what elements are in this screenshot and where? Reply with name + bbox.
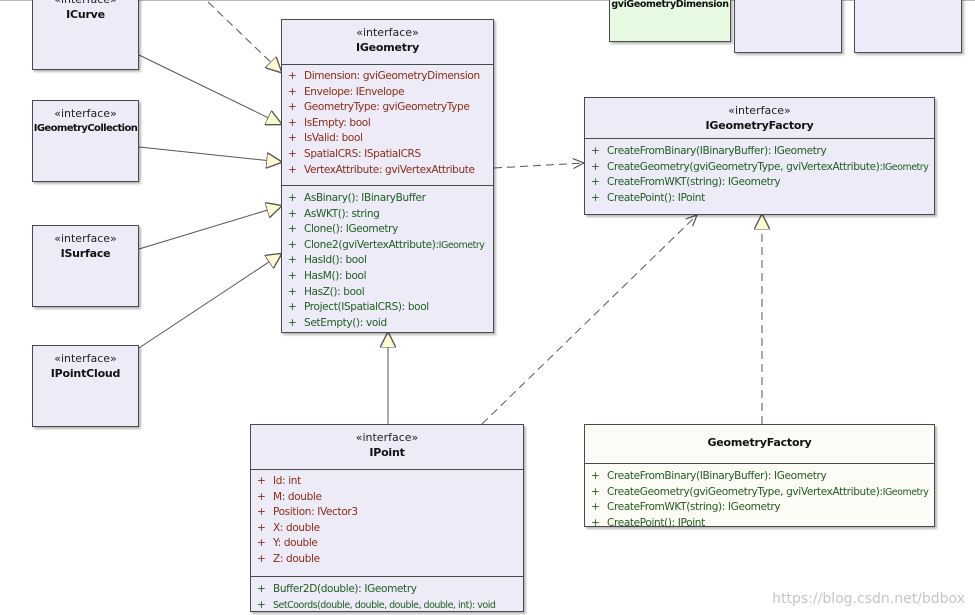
geometryfactory-operation: +CreateGeometry(gviGeometryType, gviVert…: [591, 485, 929, 498]
gf-creategeometry-return: IGeometry: [882, 486, 929, 498]
igeometryfactory-name: IGeometryFactory: [705, 119, 814, 132]
igeometry-attributes: +Dimension: gviGeometryDimension +Envelo…: [282, 64, 493, 185]
ipoint-attribute: +Y: double: [257, 537, 318, 550]
igeometryfactory-operation: +CreateFromBinary(IBinaryBuffer): IGeome…: [591, 145, 827, 157]
watermark: https://blog.csdn.net/bdbox: [772, 591, 965, 607]
igeometry-attribute: +VertexAttribute: gviVertexAttribute: [288, 163, 475, 176]
igeometryfactory-operation: +CreateFromWKT(string): IGeometry: [591, 176, 781, 189]
geometryfactory-box[interactable]: GeometryFactory +CreateFromBinary(IBinar…: [584, 424, 935, 529]
igeometry-attribute: +IsValid: bool: [288, 132, 363, 145]
edge-ipointcloud-igeometry: [138, 254, 281, 349]
edge-isurface-igeometry: [138, 206, 281, 250]
geometryfactory-name: GeometryFactory: [707, 436, 812, 449]
igeometry-operation: +HasZ(): bool: [288, 285, 365, 298]
top-border-line: [0, 0, 975, 1]
ipoint-attribute: +Id: int: [257, 475, 301, 487]
ipoint-box[interactable]: «interface» IPoint +Id: int +M: double +…: [250, 424, 524, 612]
igeometry-operations: +AsBinary(): IBinaryBuffer +AsWKT(): str…: [282, 185, 493, 333]
ipoint-attribute: +Position: IVector3: [257, 506, 358, 519]
ipoint-operations: +Buffer2D(double): IGeometry +SetCoords(…: [251, 576, 523, 615]
igeometry-operation: +AsWKT(): string: [288, 207, 380, 220]
icurve-box[interactable]: «interface» ICurve: [32, 0, 139, 70]
igeometryfactory-box[interactable]: «interface» IGeometryFactory +CreateFrom…: [584, 97, 935, 215]
igeometryfactory-stereotype: «interface»: [728, 104, 791, 117]
igeometrycollection-stereotype: «interface»: [54, 107, 117, 120]
ipoint-stereotype: «interface»: [355, 431, 419, 444]
igeometry-stereotype: «interface»: [356, 26, 419, 39]
igeometry-attribute: +Envelope: IEnvelope: [288, 85, 405, 98]
partial-enum-name: gviGeometryDimension: [611, 0, 729, 10]
partial-box-2[interactable]: [734, 0, 842, 53]
igeometry-operation: +HasM(): bool: [288, 269, 367, 282]
igeometrycollection-name: IGeometryCollection: [33, 123, 138, 134]
igeometry-operation: +Clone2(gviVertexAttribute):IGeometry: [288, 238, 485, 251]
ipoint-attribute: +M: double: [257, 490, 322, 503]
igeometry-box[interactable]: «interface» IGeometry +Dimension: gviGeo…: [281, 19, 494, 333]
ipointcloud-box[interactable]: «interface» IPointCloud: [32, 345, 139, 427]
ipoint-attributes: +Id: int +M: double +Position: IVector3 …: [251, 469, 523, 576]
igeometry-attribute: +SpatialCRS: ISpatialCRS: [288, 147, 421, 160]
ipointcloud-stereotype: «interface»: [54, 352, 117, 365]
partial-enum-box[interactable]: gviGeometryDimension: [609, 0, 731, 42]
igeometry-operation: +Project(ISpatialCRS): bool: [288, 301, 429, 314]
partial-box-3[interactable]: [854, 0, 962, 53]
icurve-name: ICurve: [66, 8, 105, 21]
igeometry-operation: +SetEmpty(): void: [288, 316, 387, 329]
edge-igeometry-factory: [493, 163, 584, 168]
ipoint-operation: +Buffer2D(double): IGeometry: [257, 583, 417, 595]
geometryfactory-operation: +CreateFromBinary(IBinaryBuffer): IGeome…: [591, 470, 827, 482]
igeometryfactory-operation: +CreatePoint(): IPoint: [591, 191, 705, 204]
icurve-stereotype: «interface»: [33, 0, 138, 7]
igeometry-operation: +AsBinary(): IBinaryBuffer: [288, 192, 426, 204]
igeometry-name: IGeometry: [355, 41, 420, 54]
isurface-name: ISurface: [60, 247, 111, 260]
igeometry-attribute: +IsEmpty: bool: [288, 116, 371, 129]
ipoint-attribute: +X: double: [257, 521, 320, 534]
igeometry-attribute: +Dimension: gviGeometryDimension: [288, 70, 480, 82]
geometryfactory-operations: +CreateFromBinary(IBinaryBuffer): IGeome…: [585, 463, 934, 533]
igeometry-operation: +Clone(): IGeometry: [288, 223, 399, 236]
edge-igeometrycollection-igeometry: [138, 146, 281, 162]
igeometry-operation: +HasId(): bool: [288, 254, 367, 267]
igeometry-attribute: +GeometryType: gviGeometryType: [288, 101, 470, 114]
igeometryfactory-operation: +CreateGeometry(gviGeometryType, gviVert…: [591, 160, 929, 173]
isurface-box[interactable]: «interface» ISurface: [32, 225, 139, 307]
edge-offscreen-igeometry: [207, 1, 281, 72]
clone2-return: IGeometry: [438, 239, 485, 251]
isurface-stereotype: «interface»: [54, 232, 117, 245]
edge-icurve-igeometry: [138, 54, 281, 124]
ipoint-name: IPoint: [369, 446, 405, 459]
geometryfactory-operation: +CreateFromWKT(string): IGeometry: [591, 501, 781, 514]
igeometrycollection-box[interactable]: «interface» IGeometryCollection: [32, 100, 139, 182]
ipoint-operation: +SetCoords(double, double, double, doubl…: [257, 598, 496, 611]
ipointcloud-name: IPointCloud: [50, 367, 121, 380]
geometryfactory-operation: +CreatePoint(): IPoint: [591, 516, 705, 529]
igeometryfactory-operations: +CreateFromBinary(IBinaryBuffer): IGeome…: [585, 138, 934, 208]
creategeometry-return: IGeometry: [882, 161, 929, 173]
edge-ipoint-factory: [481, 215, 697, 425]
ipoint-attribute: +Z: double: [257, 552, 320, 565]
